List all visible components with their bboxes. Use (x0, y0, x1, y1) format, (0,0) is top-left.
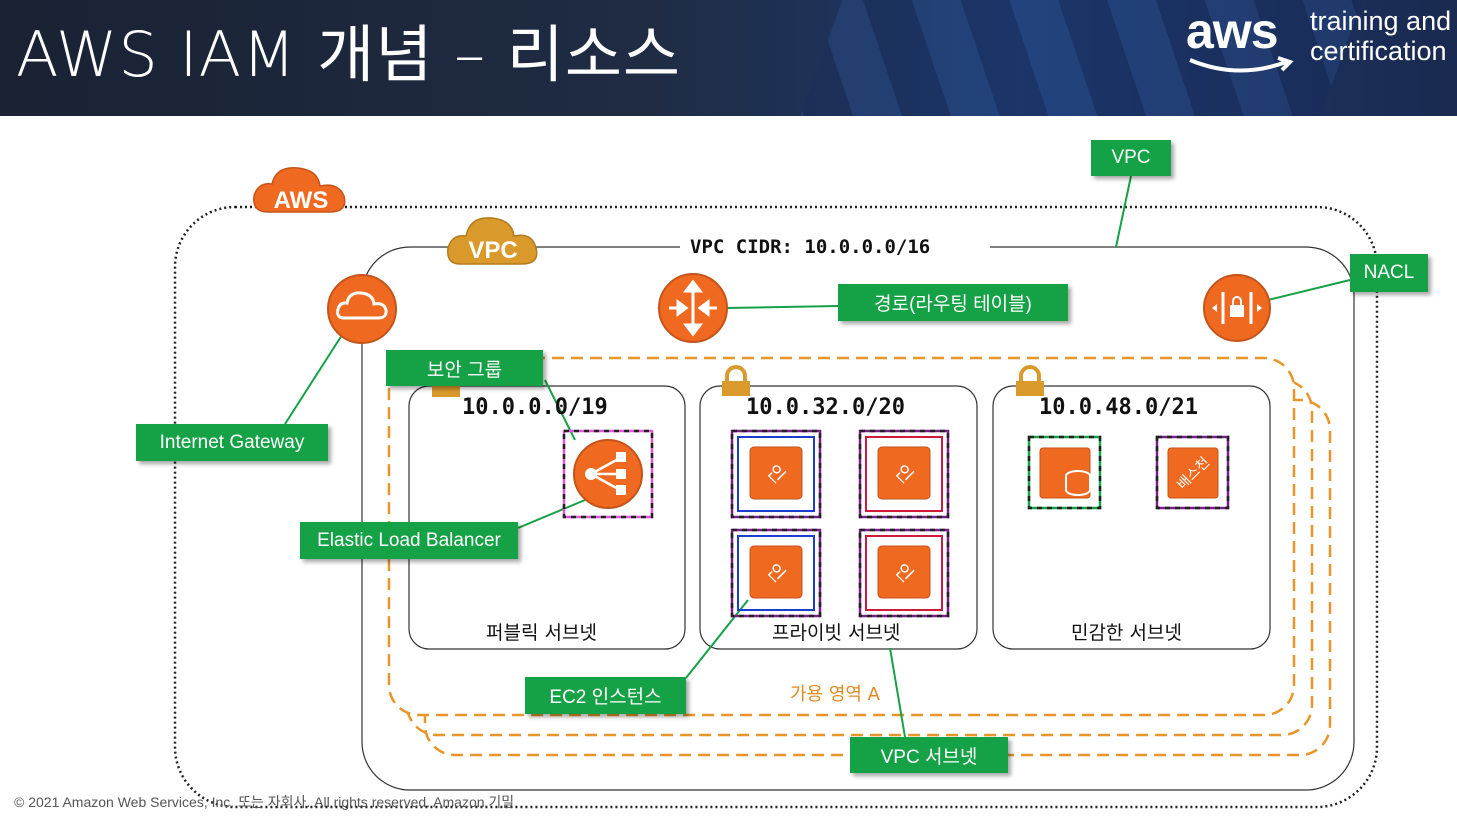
database-icon (1027, 435, 1102, 510)
vpc-callout: VPC (1091, 140, 1171, 176)
ec2-instance-icon (858, 528, 950, 618)
aws-cloud-icon (253, 167, 346, 213)
lock-icon (432, 385, 460, 397)
internet-gateway-callout: Internet Gateway (136, 424, 328, 461)
copyright-text: © 2021 Amazon Web Services, Inc. 또는 자회사.… (14, 794, 515, 810)
lock-icon (722, 365, 750, 396)
ec2-instance-icon (730, 528, 822, 618)
internet-gateway-icon (327, 274, 397, 344)
sensitive-subnet-cidr: 10.0.48.0/21 (1039, 395, 1198, 420)
route-table-callout: 경로(라우팅 테이블) (838, 284, 1068, 321)
aws-smile-icon (1189, 56, 1294, 73)
private-subnet-cidr: 10.0.32.0/20 (746, 395, 905, 420)
public-subnet-name: 퍼블릭 서브넷 (486, 622, 597, 644)
ec2-instance-icon (730, 429, 822, 519)
ec2-callout: EC2 인스턴스 (525, 677, 686, 714)
header-banner: AWS IAM 개념 – 리소스 aws training and certif… (0, 0, 1457, 116)
aws-cloud-boundary (173, 205, 1379, 809)
security-group-callout: 보안 그룹 (386, 350, 543, 386)
callout-connectors (284, 175, 1351, 738)
lock-icon (1016, 365, 1044, 396)
aws-cloud-label: AWS (274, 187, 329, 214)
nacl-callout: NACL (1350, 254, 1428, 292)
ec2-instance-icon (858, 429, 950, 519)
vpc-cloud-label: VPC (468, 237, 517, 264)
vpc-cloud-icon (447, 217, 538, 265)
vpc-subnet-callout: VPC 서브넷 (850, 737, 1008, 773)
elb-callout: Elastic Load Balancer (300, 522, 518, 559)
aws-logo-text: aws (1186, 3, 1279, 59)
page-title: AWS IAM 개념 – 리소스 (16, 18, 681, 91)
vpc-cidr: VPC CIDR: 10.0.0.0/16 (690, 236, 931, 258)
vpc-cidr-bg (680, 232, 990, 262)
load-balancer-icon (573, 439, 643, 509)
logo-tagline-1: training and (1310, 6, 1452, 36)
sensitive-subnet-box (992, 385, 1271, 650)
private-subnet-name: 프라이빗 서브넷 (772, 622, 901, 644)
elb-security-group-box (562, 429, 654, 519)
public-subnet-cidr: 10.0.0.0/19 (462, 395, 608, 420)
logo-tagline-2: certification (1310, 36, 1447, 66)
bastion-host-icon (1155, 435, 1230, 510)
sensitive-subnet-name: 민감한 서브넷 (1071, 622, 1182, 644)
availability-zone-label: 가용 영역 A (790, 684, 880, 705)
nacl-icon (1203, 274, 1271, 342)
router-icon (658, 273, 728, 343)
